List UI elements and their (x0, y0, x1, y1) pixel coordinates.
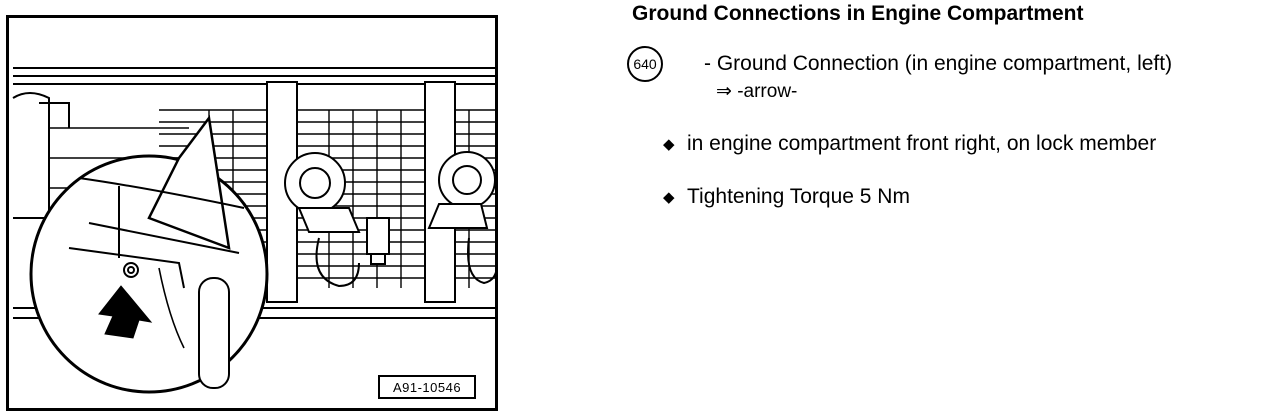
bullet-location: ◆ in engine compartment front right, on … (663, 132, 1156, 156)
arrow-reference: ⇒ -arrow- (716, 81, 798, 102)
diamond-bullet-icon: ◆ (663, 189, 675, 206)
bullet-text: Tightening Torque 5 Nm (687, 185, 910, 208)
figure-reference-label: A91-10546 (378, 375, 476, 399)
diamond-bullet-icon: ◆ (663, 136, 675, 153)
connection-description: - Ground Connection (in engine compartme… (704, 52, 1173, 75)
line-drawing (12, 67, 495, 394)
bullet-text: in engine compartment front right, on lo… (687, 132, 1157, 155)
ground-arrow-icon (98, 285, 153, 339)
engine-compartment-illustration: A91-10546 (6, 15, 498, 411)
page-title: Ground Connections in Engine Compartment (632, 2, 1084, 25)
connection-number-badge: 640 (627, 46, 663, 82)
bullet-torque: ◆ Tightening Torque 5 Nm (663, 185, 910, 209)
